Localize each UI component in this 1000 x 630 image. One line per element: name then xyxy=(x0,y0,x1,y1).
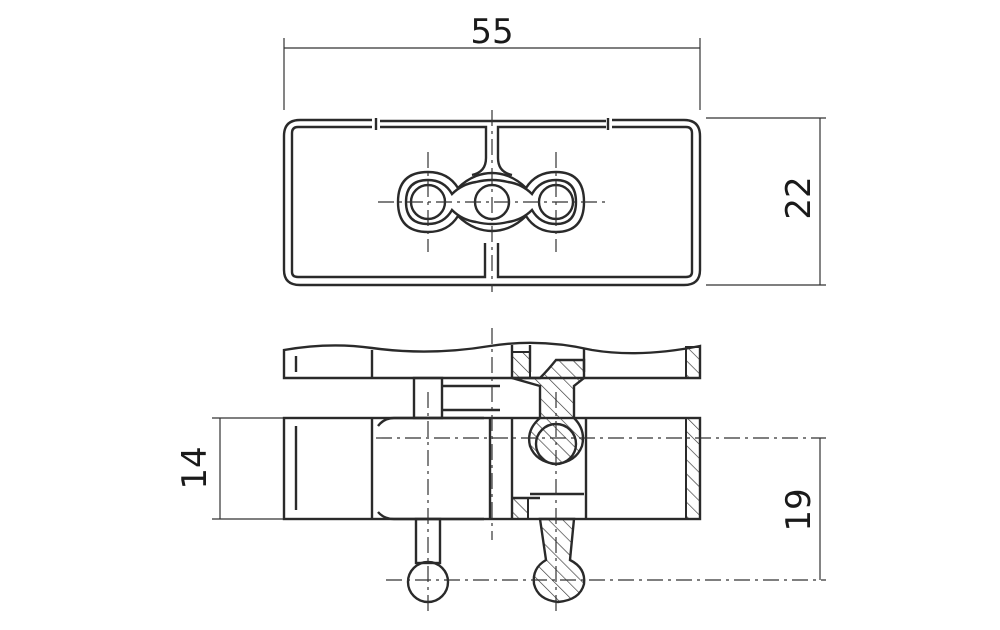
top-view: 55 22 xyxy=(282,12,826,292)
dimension-label-19: 19 xyxy=(779,488,819,531)
front-top-plate xyxy=(282,341,702,380)
front-view: 14 19 xyxy=(175,328,826,615)
dimension-label-55: 55 xyxy=(470,12,513,52)
section-lower-ball xyxy=(532,517,586,604)
dimension-label-22: 22 xyxy=(779,176,819,219)
dimension-height-front: 14 xyxy=(175,417,290,520)
dimension-label-14: 14 xyxy=(175,446,215,489)
dimension-height-top: 22 xyxy=(706,117,826,286)
dimension-height-front-right: 19 xyxy=(779,438,821,580)
dimension-width-top: 55 xyxy=(283,12,701,110)
